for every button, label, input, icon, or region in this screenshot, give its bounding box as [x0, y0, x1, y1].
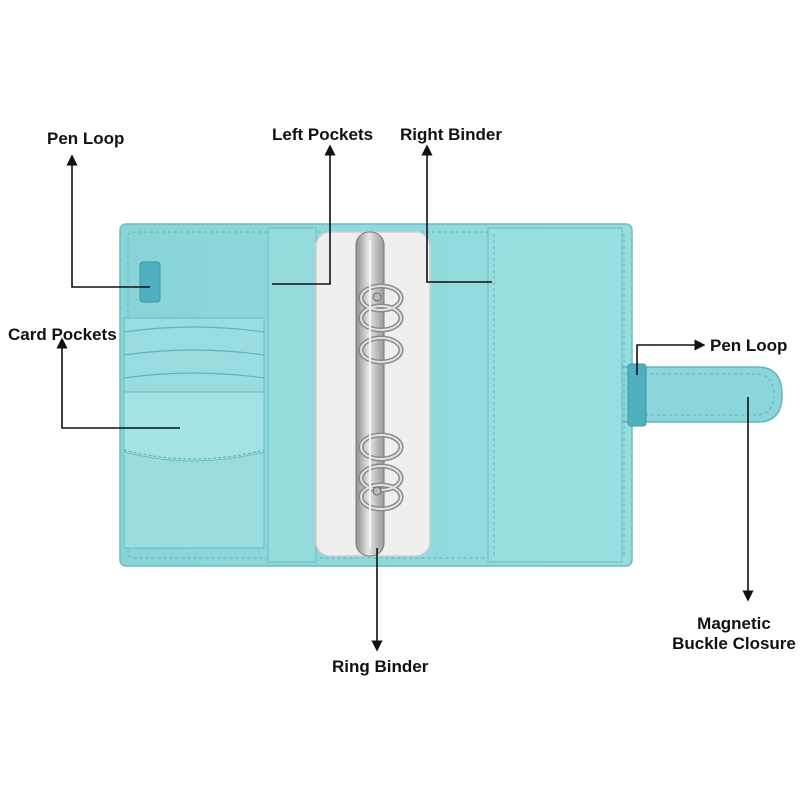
- label-magnetic-buckle-closure: Magnetic Buckle Closure: [668, 614, 800, 653]
- label-pen-loop-left: Pen Loop: [47, 129, 125, 148]
- arrow-pen-loop-right: [636, 339, 706, 375]
- label-magnetic-line2: Buckle Closure: [672, 633, 796, 653]
- left-pen-loop-strap: [139, 261, 161, 303]
- callout-lines: [56, 144, 754, 652]
- arrow-card-pockets: [56, 337, 180, 429]
- label-left-pockets: Left Pockets: [272, 125, 374, 144]
- label-ring-binder: Ring Binder: [332, 657, 429, 676]
- label-magnetic-line1: Magnetic: [697, 614, 771, 633]
- magnetic-flap: [611, 366, 783, 423]
- label-card-pockets: Card Pockets: [8, 325, 117, 344]
- card-pockets-group: [123, 317, 265, 549]
- arrow-left-pockets: [272, 144, 336, 285]
- arrow-pen-loop-left: [66, 154, 150, 288]
- label-pen-loop-right: Pen Loop: [710, 336, 788, 355]
- arrow-right-binder: [421, 144, 492, 283]
- binder-cover: [119, 223, 783, 567]
- label-right-binder: Right Binder: [400, 125, 502, 144]
- ring-mechanism: [355, 231, 404, 557]
